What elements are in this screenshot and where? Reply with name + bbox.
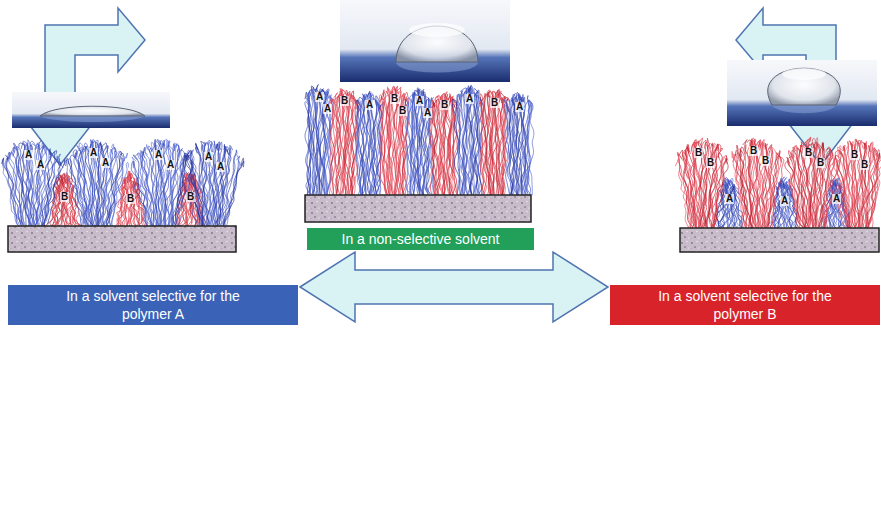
polymer-chain [224,161,244,227]
block-letter: A [515,102,524,112]
block-letter: A [154,150,163,160]
polymer-chain [44,158,60,227]
block-letter: A [204,152,213,162]
polymer-chains [2,85,881,230]
polymer-chain [357,100,363,196]
block-letter: B [761,156,770,166]
block-letter: B [490,98,499,108]
block-letter: B [398,106,407,116]
polymer-chain [525,101,532,194]
block-letter: A [315,92,324,102]
block-letter: B [706,158,715,168]
polymer-chain [527,100,533,195]
block-letter: A [415,96,424,106]
block-letter: A [832,194,841,204]
polymer-chain [373,96,379,194]
block-letter: B [860,160,869,170]
block-letter: B [694,148,703,158]
polymer-chain [374,100,379,194]
droplet-photo [12,92,170,128]
block-letter: A [101,158,110,168]
block-letter: B [186,192,195,202]
bent-arrow [18,8,145,165]
polymer-chain [480,94,487,195]
block-letter: A [24,150,33,160]
substrate [8,226,236,252]
label-text: In a solvent selective for the polymer A [47,287,259,323]
polymer-chain [380,96,387,193]
block-letter: B [440,100,449,110]
polymer-chain [335,96,340,196]
polymer-chain [109,153,127,227]
block-letter: A [423,108,432,118]
polymer-chain [357,101,362,196]
polymer-chain [2,159,20,228]
droplet-photo [727,60,877,126]
polymer-chain [305,93,311,196]
polymer-chain [141,150,154,226]
block-letter: B [60,192,69,202]
polymer-chain [872,156,881,228]
polymer-chain [165,144,178,225]
block-letter: A [780,196,789,206]
block-letter: B [816,158,825,168]
polymer-chain [769,157,784,229]
block-letter: A [89,148,98,158]
block-letter: B [850,150,859,160]
label-box: In a solvent selective for the polymer A [8,285,298,325]
block-letter: A [323,104,332,114]
block-letter: B [126,194,135,204]
polymer-chain [868,153,881,227]
polymer-chain [305,92,310,195]
double-arrow [300,252,608,322]
droplet-photo [340,0,510,82]
block-letter: A [166,160,175,170]
block-letter: B [804,148,813,158]
substrate [680,228,879,252]
label-text: In a solvent selective for the polymer B [639,287,851,323]
polymer-chain [336,94,341,196]
substrate [305,195,531,222]
block-letter: A [465,94,474,104]
polymer-chain [788,193,797,228]
block-letter: B [390,94,399,104]
polymer-chain [225,158,244,226]
label-box: In a solvent selective for the polymer B [610,285,880,325]
block-letter: B [340,96,349,106]
label-box: In a non-selective solvent [307,228,534,250]
block-letter: A [365,100,374,110]
polymer-chain [772,153,781,228]
block-letter: A [725,194,734,204]
polymer-chain [223,156,239,224]
block-letter: A [216,162,225,172]
block-letter: B [749,146,758,156]
block-letter: A [36,160,45,170]
label-text: In a non-selective solvent [313,230,528,248]
polymer-chain [529,105,534,196]
